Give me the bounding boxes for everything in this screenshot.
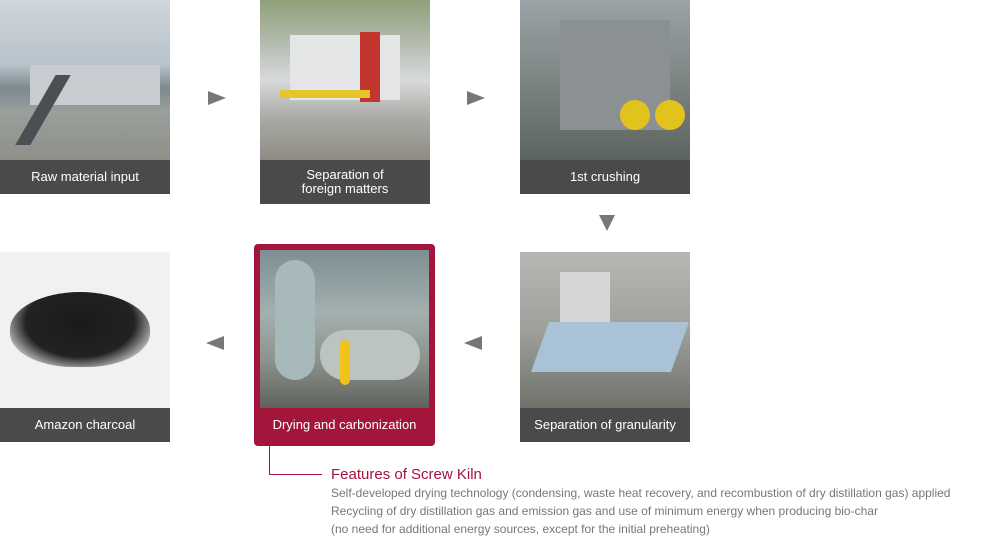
raw-material-photo (0, 0, 170, 160)
connector-line (269, 446, 322, 475)
charcoal-photo (0, 252, 170, 408)
screw-kiln-photo (260, 250, 429, 408)
step-drying-carbonization: Drying and carbonization (254, 244, 435, 446)
step-raw-material-input: Raw material input (0, 0, 170, 194)
step-amazon-charcoal: Amazon charcoal (0, 252, 170, 442)
step-label: Raw material input (0, 160, 170, 194)
crushing-photo (520, 0, 690, 160)
step-label: 1st crushing (520, 160, 690, 194)
feature-line: Recycling of dry distillation gas and em… (331, 504, 878, 518)
feature-line: (no need for additional energy sources, … (331, 522, 710, 536)
feature-line: Self-developed drying technology (conden… (331, 486, 951, 500)
separation-photo (260, 0, 430, 160)
step-label-line: Separation of (306, 167, 384, 182)
step-label: Separation of granularity (520, 408, 690, 442)
step-label: Amazon charcoal (0, 408, 170, 442)
arrow-down-icon (599, 215, 615, 231)
step-label: Drying and carbonization (272, 417, 417, 432)
step-1st-crushing: 1st crushing (520, 0, 690, 194)
step-separation-foreign-matters: Separation of foreign matters (260, 0, 430, 204)
step-label: Separation of foreign matters (260, 160, 430, 204)
arrow-left-icon (464, 336, 482, 350)
step-separation-granularity: Separation of granularity (520, 252, 690, 442)
arrow-right-icon (467, 91, 485, 105)
features-title: Features of Screw Kiln (331, 466, 482, 483)
step-label-line: foreign matters (301, 181, 389, 196)
arrow-right-icon (208, 91, 226, 105)
arrow-left-icon (206, 336, 224, 350)
granularity-photo (520, 252, 690, 408)
features-panel: Features of Screw Kiln Self-developed dr… (331, 466, 950, 538)
